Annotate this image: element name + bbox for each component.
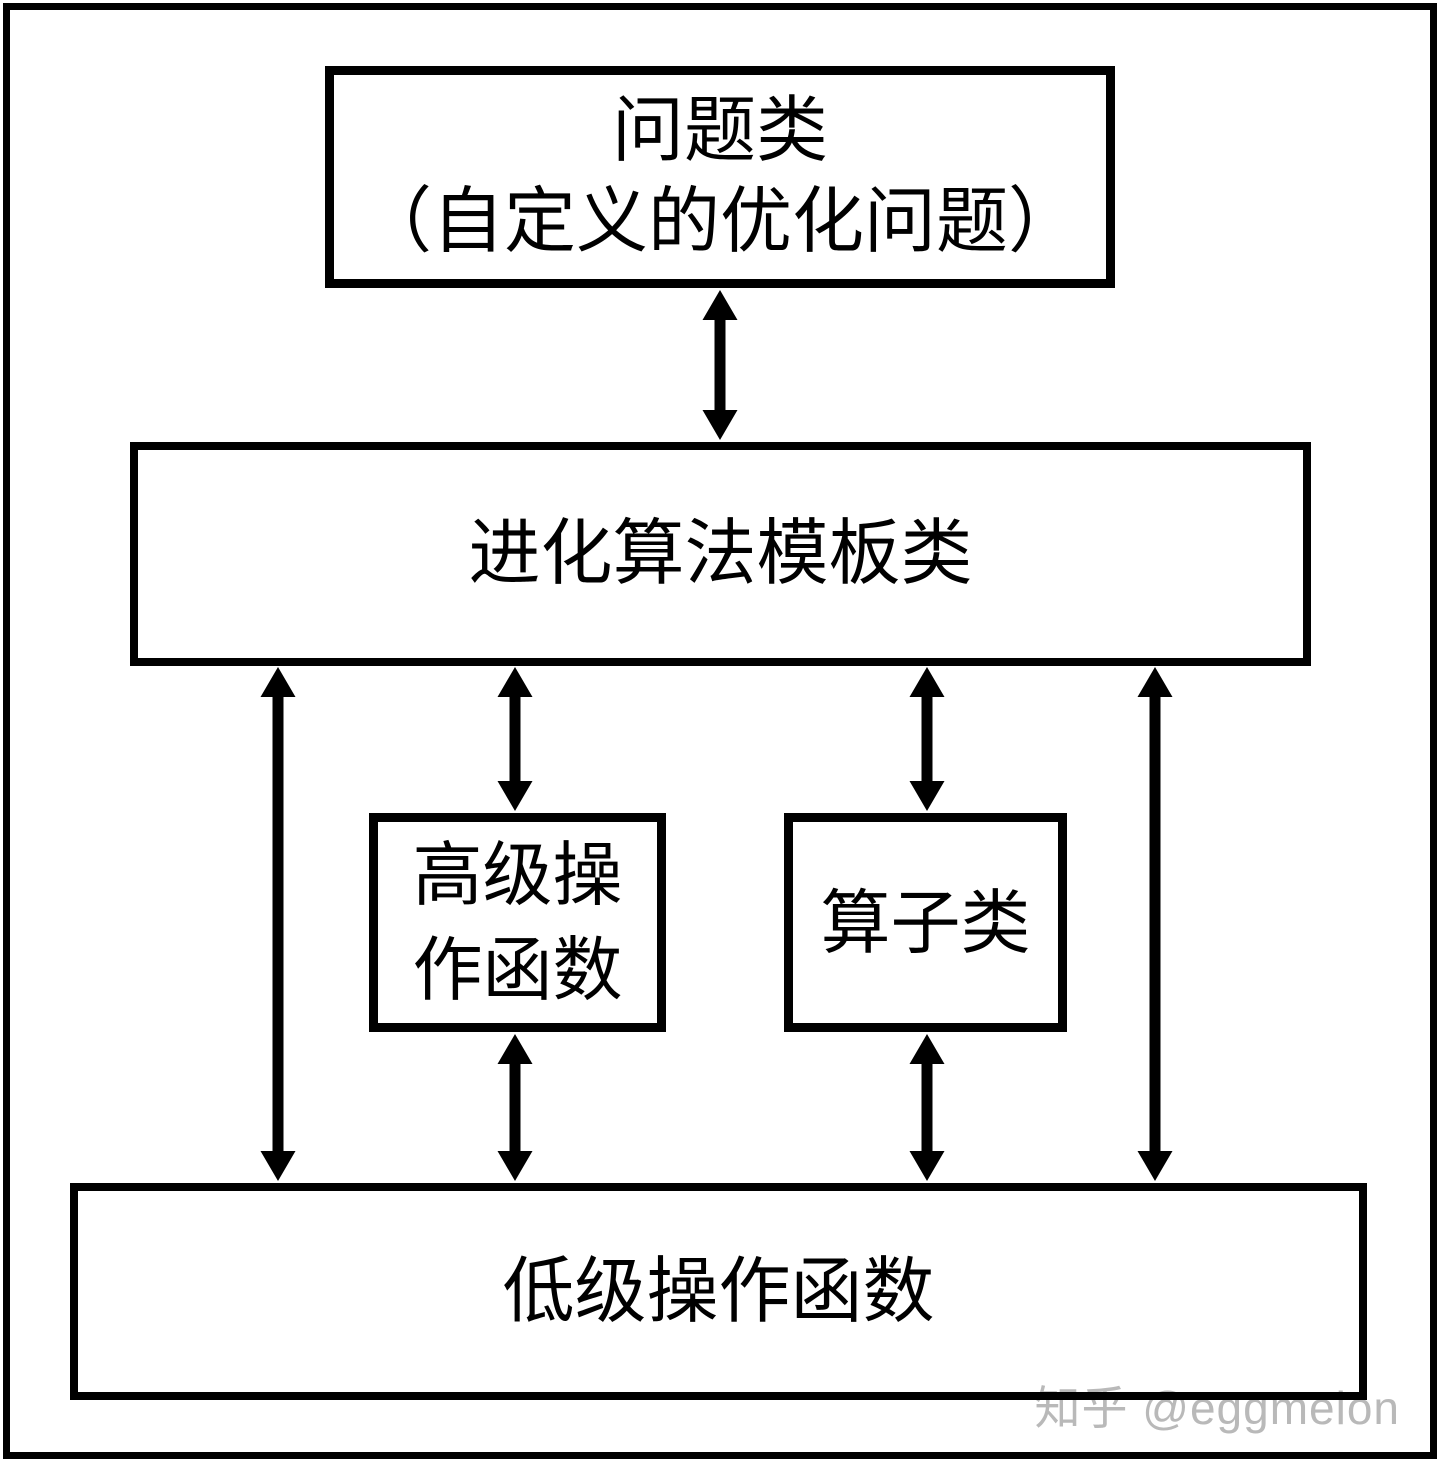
problem-class-label-line1: 问题类: [611, 91, 828, 171]
ea-template-class-box: 进化算法模板类: [130, 442, 1311, 666]
operator-class-label: 算子类: [820, 883, 1031, 962]
double-arrow: [497, 667, 533, 811]
highlevel-label-line1: 高级操: [412, 835, 623, 914]
problem-class-box: 问题类 （自定义的优化问题）: [325, 66, 1115, 288]
double-arrow: [260, 667, 296, 1181]
double-arrow: [909, 1034, 945, 1181]
lowlevel-label: 低级操作函数: [502, 1251, 935, 1332]
operator-class-box: 算子类: [784, 813, 1067, 1032]
double-arrow: [1137, 667, 1173, 1181]
double-arrow: [909, 667, 945, 811]
problem-class-label-line2: （自定义的优化问题）: [359, 182, 1080, 262]
highlevel-operation-functions-box: 高级操 作函数: [369, 813, 666, 1032]
lowlevel-operation-functions-box: 低级操作函数: [70, 1183, 1367, 1400]
double-arrow: [497, 1034, 533, 1181]
watermark-text: 知乎 @eggmelon: [1034, 1382, 1400, 1434]
ea-template-class-label: 进化算法模板类: [468, 514, 973, 594]
double-arrow: [702, 290, 738, 440]
highlevel-label-line2: 作函数: [412, 930, 623, 1009]
